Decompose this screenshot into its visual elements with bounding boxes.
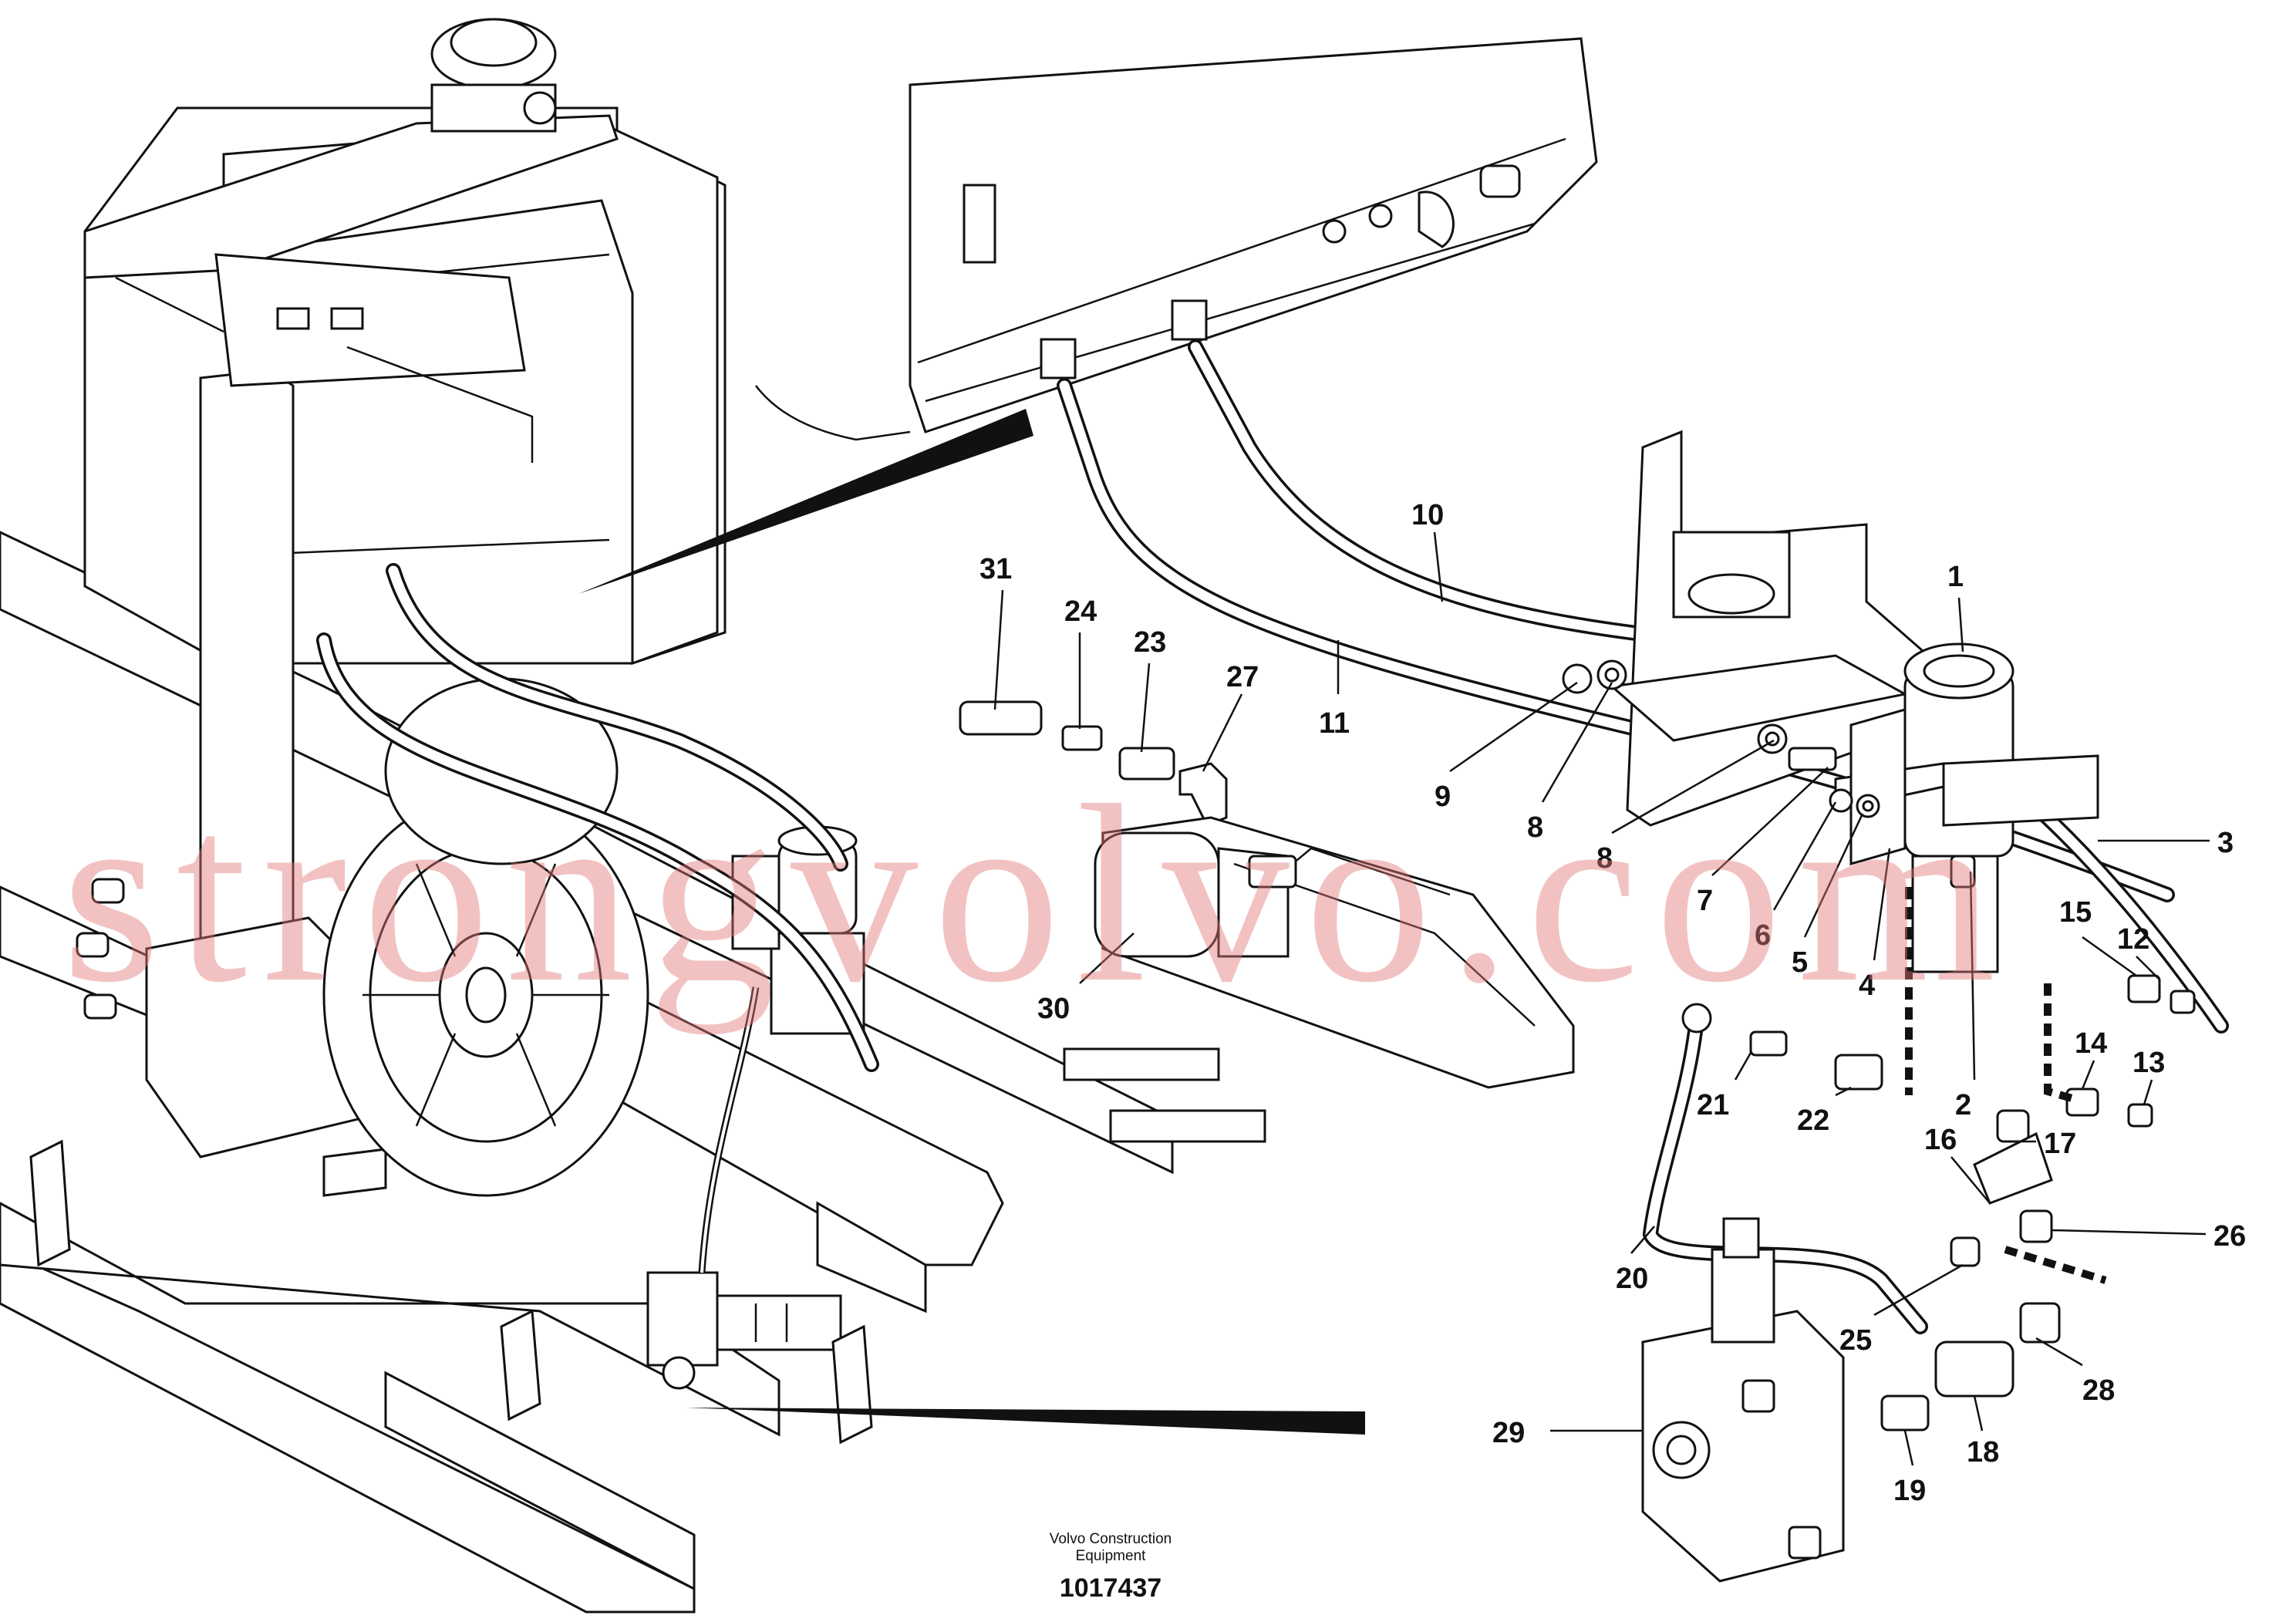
callout-8a: 8 (1527, 811, 1543, 844)
callout-23: 23 (1134, 626, 1166, 659)
callout-27: 27 (1226, 661, 1259, 693)
callout-5: 5 (1792, 946, 1808, 979)
callout-30: 30 (1037, 993, 1070, 1025)
callout-14: 14 (2075, 1027, 2107, 1060)
callout-6: 6 (1755, 919, 1771, 952)
small-fittings (959, 700, 1228, 827)
callout-9: 9 (1435, 781, 1451, 813)
callout-29: 29 (1492, 1417, 1525, 1449)
callout-19: 19 (1893, 1475, 1926, 1507)
company-line-1: Volvo Construction (1049, 1531, 1172, 1547)
callout-18: 18 (1967, 1436, 1999, 1469)
callout-22: 22 (1797, 1104, 1829, 1137)
callout-8b: 8 (1596, 842, 1613, 875)
callout-13: 13 (2132, 1047, 2165, 1079)
callout-15: 15 (2059, 896, 2092, 929)
callout-7: 7 (1697, 885, 1713, 917)
machine-frame-assembly (0, 18, 1365, 1614)
cylinder-30 (1094, 816, 1575, 1089)
callout-2: 2 (1955, 1089, 1971, 1121)
callout-31: 31 (979, 553, 1012, 585)
callout-21: 21 (1697, 1089, 1729, 1121)
callout-24: 24 (1064, 595, 1097, 628)
callout-28: 28 (2082, 1374, 2115, 1407)
callout-20: 20 (1616, 1263, 1648, 1295)
leader-lines (993, 531, 2210, 1466)
mast-and-pump (1562, 430, 2196, 1284)
callout-10: 10 (1411, 499, 1444, 531)
callout-16: 16 (1924, 1124, 1957, 1156)
callout-26: 26 (2213, 1220, 2246, 1253)
callout-1: 1 (1947, 561, 1964, 593)
callout-17: 17 (2044, 1128, 2076, 1160)
footer-company: Volvo Construction Equipment (949, 1531, 1273, 1565)
callout-numbers: 1 2 3 4 5 6 7 8 8 9 10 11 12 13 14 15 16… (979, 499, 2246, 1507)
callout-11: 11 (1319, 707, 1350, 740)
valve-29 (1641, 1217, 2061, 1583)
callout-25: 25 (1839, 1324, 1872, 1357)
valve-hoses (1642, 1003, 2053, 1334)
callout-3: 3 (2217, 827, 2234, 859)
callout-4: 4 (1859, 969, 1875, 1002)
callout-12: 12 (2117, 923, 2149, 956)
tank-detail (755, 37, 1598, 441)
drawing-number: 1017437 (1059, 1573, 1162, 1603)
company-line-2: Equipment (1075, 1548, 1146, 1564)
